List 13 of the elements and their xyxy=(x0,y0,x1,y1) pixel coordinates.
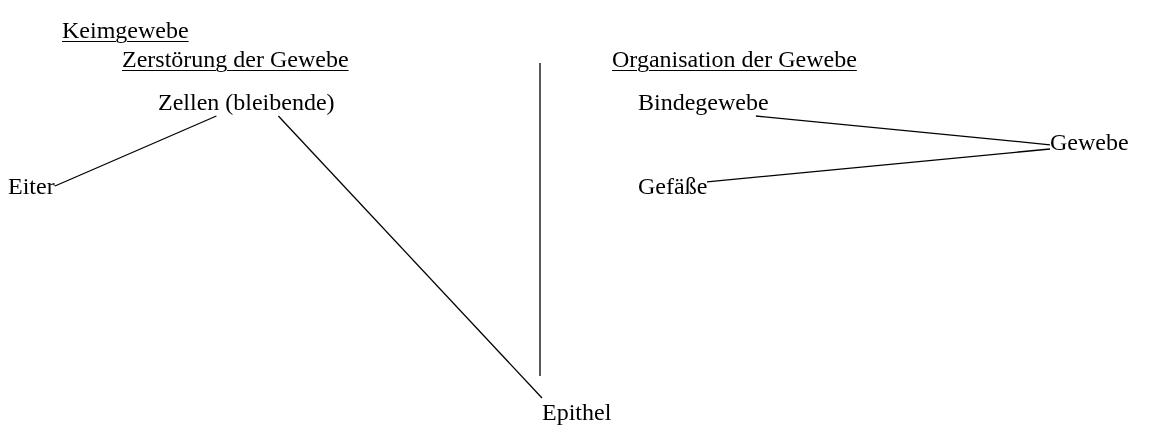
node-text: Eiter xyxy=(8,172,55,200)
node-text: Bindegewebe xyxy=(638,88,769,116)
heading-text: Keimgewebe xyxy=(62,16,189,44)
node-text: Gewebe xyxy=(1050,128,1129,156)
node-text: Gefäße xyxy=(638,172,708,200)
node-text: Epithel xyxy=(542,398,612,426)
heading-text: Organisation der Gewebe xyxy=(612,45,857,73)
connector-line xyxy=(54,115,218,187)
heading-text: Zerstörung der Gewebe xyxy=(122,45,349,73)
connector-line xyxy=(277,115,543,399)
connector-line xyxy=(755,115,1051,146)
node-text: Zellen (bleibende) xyxy=(158,88,335,116)
connector-line xyxy=(706,148,1051,183)
